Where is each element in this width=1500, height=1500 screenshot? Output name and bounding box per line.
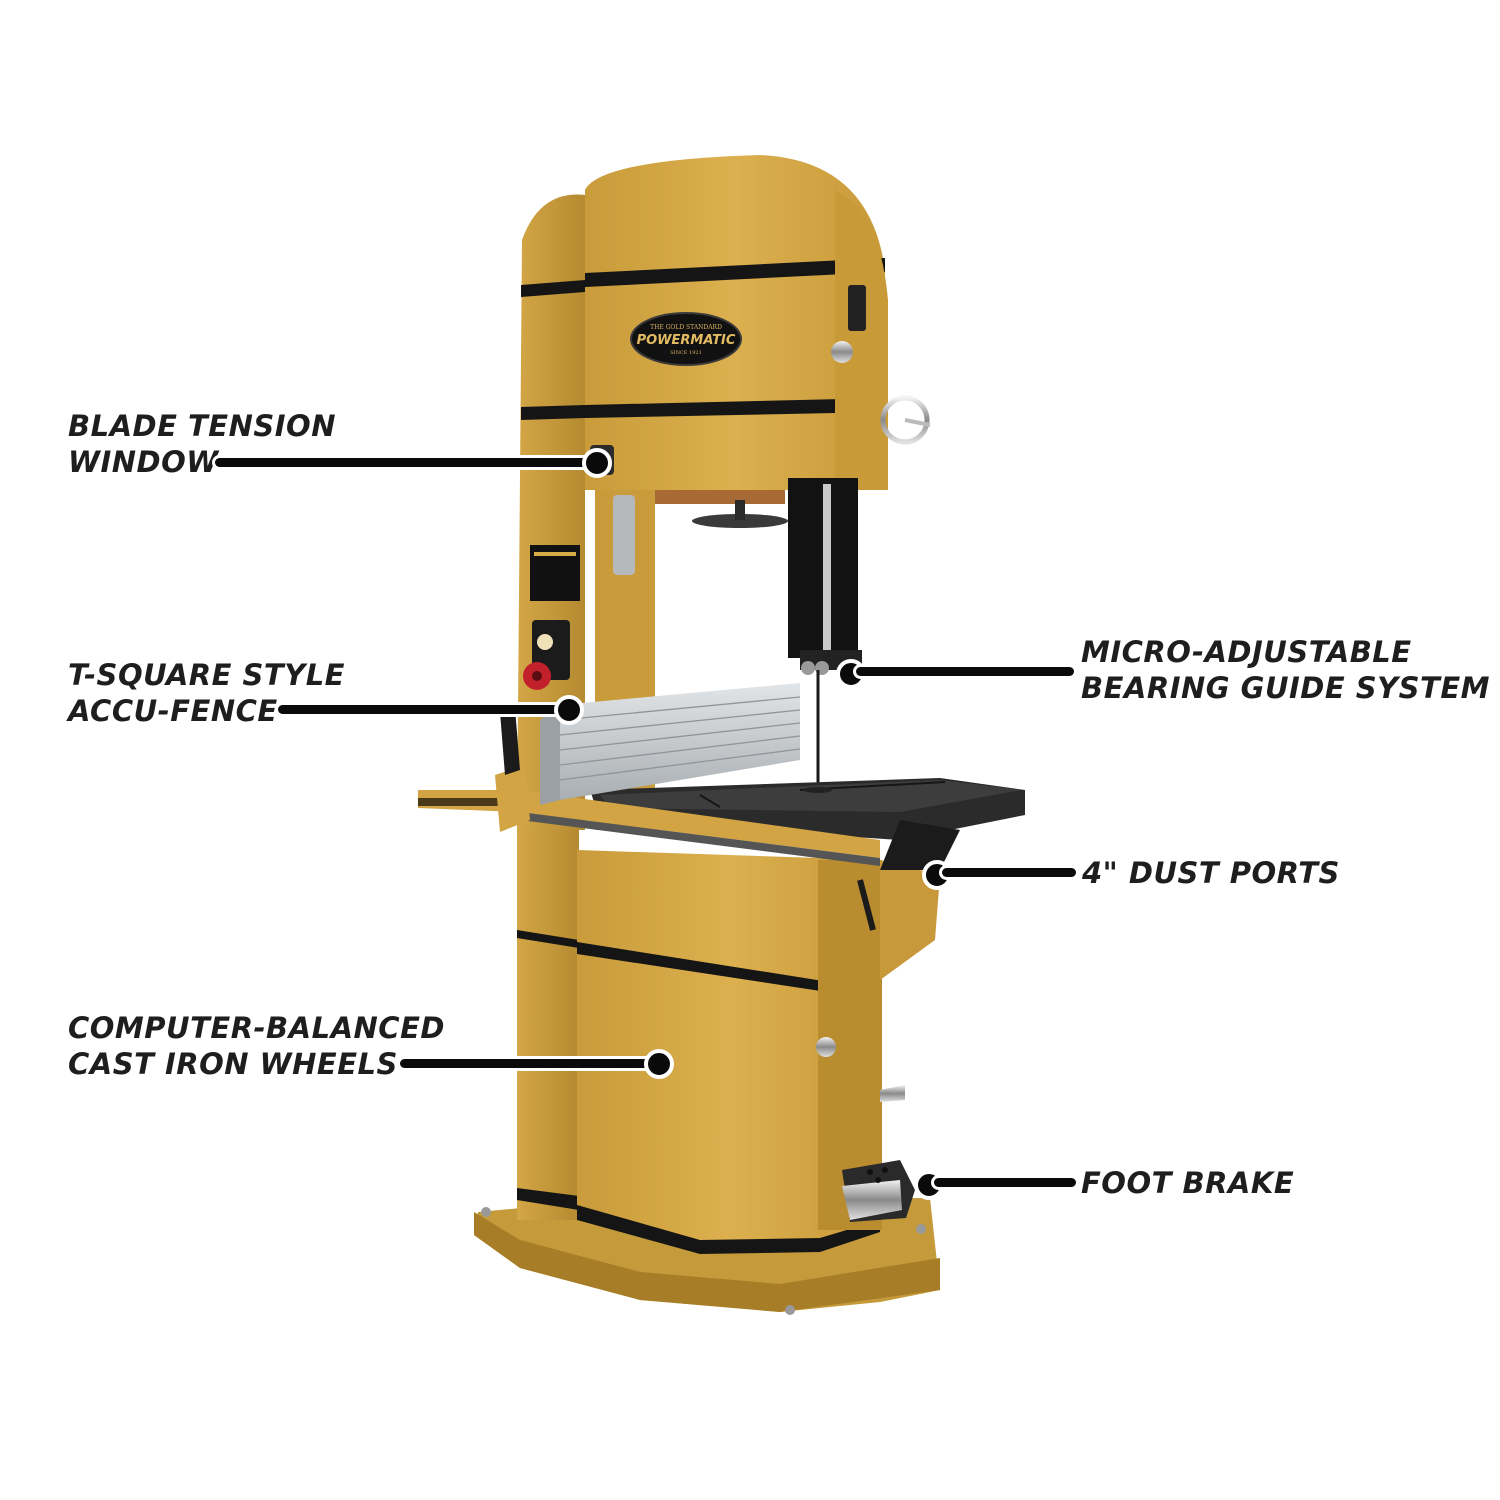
callout-cast-iron-wheels: COMPUTER-BALANCED CAST IRON WHEELS — [68, 1010, 445, 1082]
callout-label-line: COMPUTER-BALANCED — [68, 1011, 445, 1045]
leader-line — [934, 1178, 1076, 1187]
callout-label-line: CAST IRON WHEELS — [68, 1047, 398, 1081]
callout-label-line: 4" DUST PORTS — [1082, 856, 1340, 890]
callout-label-line: T-SQUARE STYLE — [68, 658, 345, 692]
lower-cabinet-left — [517, 830, 579, 1220]
leader-line — [278, 705, 568, 714]
fence-rail — [418, 708, 880, 866]
leader-line — [400, 1059, 655, 1068]
brand-logo: POWERMATIC — [637, 333, 736, 348]
throat-area — [595, 490, 788, 830]
foot-brake-pedal — [842, 1160, 915, 1222]
leader-line — [942, 868, 1076, 877]
callout-label-line: BLADE TENSION — [68, 409, 336, 443]
leader-line — [856, 667, 1074, 676]
callout-label-line: MICRO-ADJUSTABLE — [1081, 635, 1412, 669]
callout-t-square-fence: T-SQUARE STYLE ACCU-FENCE — [68, 657, 345, 729]
callout-dust-ports: 4" DUST PORTS — [1082, 855, 1340, 891]
callout-marker-dot — [582, 448, 612, 478]
callout-label-line: BEARING GUIDE SYSTEM — [1081, 671, 1490, 705]
callout-bearing-guide: MICRO-ADJUSTABLE BEARING GUIDE SYSTEM — [1081, 634, 1490, 706]
upper-wheel-housing: THE GOLD STANDARD POWERMATIC SINCE 1921 — [585, 155, 931, 490]
accu-fence — [540, 683, 801, 805]
callout-label-line: ACCU-FENCE — [68, 694, 278, 728]
badge-tagline: THE GOLD STANDARD — [650, 324, 722, 331]
svg-text:SINCE 1921: SINCE 1921 — [670, 350, 702, 356]
callout-marker-dot — [644, 1049, 674, 1079]
frame-spine — [517, 194, 585, 830]
leader-line — [215, 458, 595, 467]
callout-marker-dot — [554, 695, 584, 725]
callout-label-line: FOOT BRAKE — [1081, 1166, 1295, 1200]
guide-post — [788, 478, 862, 790]
dust-port-hood — [880, 860, 940, 980]
callout-label-line: WINDOW — [68, 445, 219, 479]
callout-blade-tension-window: BLADE TENSION WINDOW — [68, 408, 336, 480]
callout-foot-brake: FOOT BRAKE — [1081, 1165, 1294, 1201]
